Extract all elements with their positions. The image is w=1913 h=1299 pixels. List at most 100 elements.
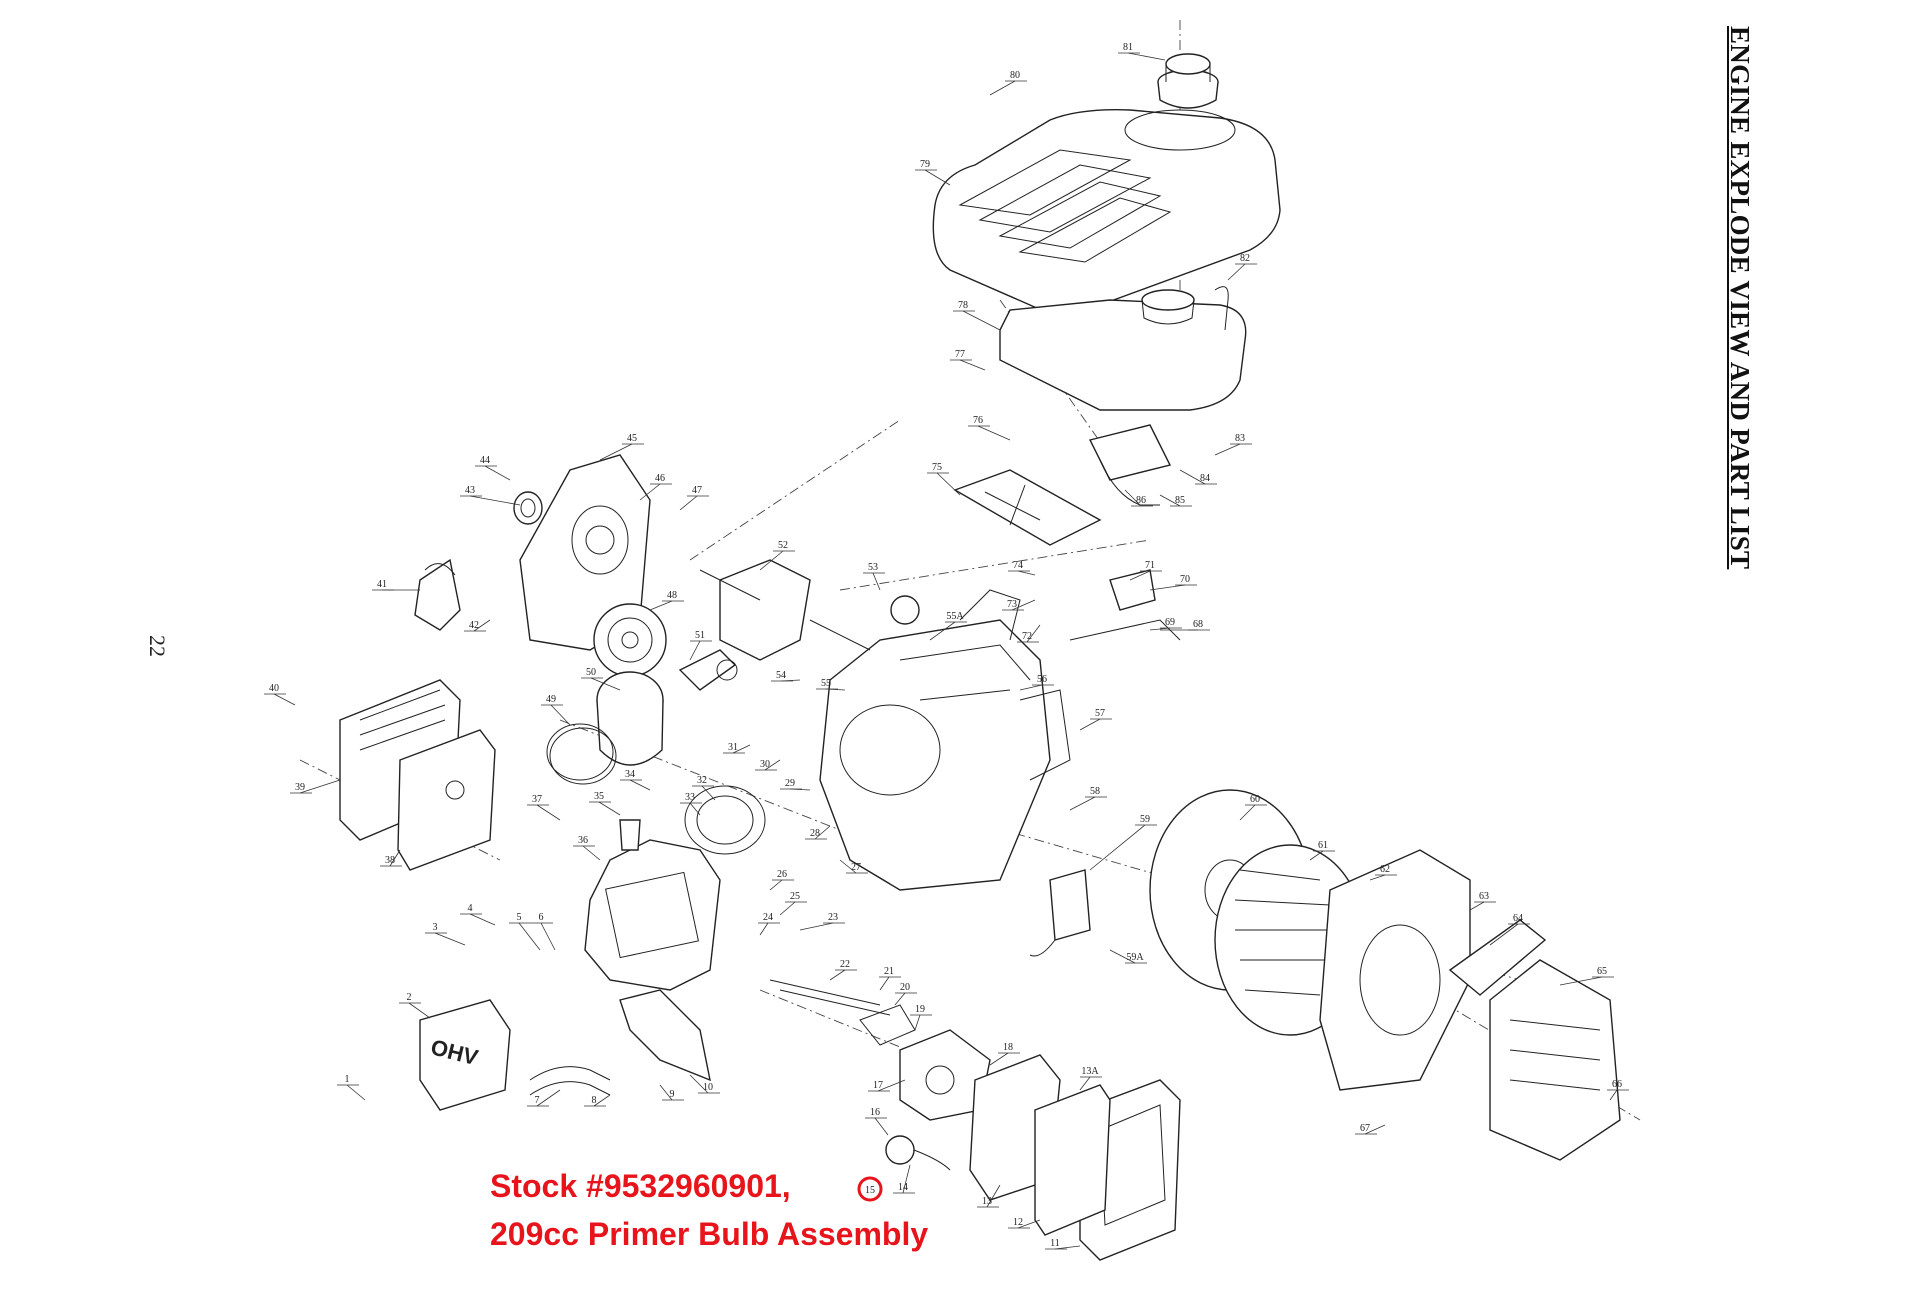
leader-line-2 <box>408 1002 431 1019</box>
callout-55: 55 <box>821 678 831 689</box>
callout-38: 38 <box>385 855 395 866</box>
callout-76: 76 <box>973 415 983 426</box>
leader-line-13 <box>986 1184 1001 1208</box>
leader-line-82 <box>1227 263 1246 281</box>
callout-12: 12 <box>1013 1217 1023 1228</box>
leader-line-70 <box>1149 584 1186 591</box>
leader-line-74 <box>1017 570 1036 576</box>
leader-line-50 <box>590 677 621 691</box>
leader-line-34 <box>629 779 651 791</box>
fuel-tank-cover <box>932 109 1281 314</box>
callout-36: 36 <box>578 835 588 846</box>
callout-4: 4 <box>468 903 473 914</box>
callout-21: 21 <box>884 966 894 977</box>
leader-line-24 <box>759 922 769 936</box>
callout-28: 28 <box>810 828 820 839</box>
callout-60: 60 <box>1250 794 1260 805</box>
callout-62: 62 <box>1380 864 1390 875</box>
leader-line-26 <box>769 879 783 891</box>
leader-line-59A <box>1109 949 1136 964</box>
leader-line-85 <box>1159 494 1181 507</box>
leader-line-77 <box>959 359 986 371</box>
leader-line-83 <box>1214 443 1241 456</box>
leader-line-31 <box>732 744 751 754</box>
leader-line-73 <box>1011 599 1036 611</box>
callout-67: 67 <box>1360 1123 1370 1134</box>
callout-59: 59 <box>1140 814 1150 825</box>
leader-line-49 <box>550 704 571 726</box>
leader-line-23 <box>799 922 834 931</box>
leader-line-36 <box>582 845 601 861</box>
leader-line-13A <box>1079 1076 1091 1091</box>
cylinder-head <box>584 839 721 991</box>
side-title: ENGINE EXPLODE VIEW AND PART LIST <box>1717 26 1757 746</box>
leader-line-79 <box>924 169 951 186</box>
leader-line-55A <box>929 621 956 641</box>
spark-plug <box>619 819 641 851</box>
leader-line-1 <box>346 1084 366 1101</box>
leader-line-67 <box>1364 1124 1386 1135</box>
leader-line-6 <box>540 922 556 951</box>
callout-22: 22 <box>840 959 850 970</box>
callout-57: 57 <box>1095 708 1105 719</box>
piston <box>596 671 664 766</box>
push-rods <box>769 979 891 1016</box>
leader-line-58 <box>1069 796 1096 811</box>
leader-line-8 <box>593 1094 611 1107</box>
callout-71: 71 <box>1145 560 1155 571</box>
leader-line-51 <box>689 640 701 661</box>
callout-84: 84 <box>1200 473 1210 484</box>
air-filter-element <box>397 729 496 871</box>
callout-45: 45 <box>627 433 637 444</box>
callout-41: 41 <box>377 579 387 590</box>
leader-line-46 <box>639 483 661 501</box>
piston-rings <box>546 723 617 785</box>
primer-bulb <box>885 1135 951 1171</box>
callout-11: 11 <box>1050 1238 1060 1249</box>
leader-line-86 <box>1124 489 1142 507</box>
callout-5: 5 <box>517 912 522 923</box>
callout-13: 13 <box>982 1196 992 1207</box>
leader-line-38 <box>389 849 401 867</box>
heat-shield <box>619 989 711 1082</box>
leader-line-75 <box>936 472 961 496</box>
leader-line-7 <box>536 1089 561 1107</box>
callout-53: 53 <box>868 562 878 573</box>
callout-47: 47 <box>692 485 702 496</box>
leader-line-3 <box>434 932 466 946</box>
page-number-text: 22 <box>145 635 170 657</box>
leader-line-35 <box>598 801 621 816</box>
leader-line-80 <box>989 80 1016 96</box>
callout-55A: 55A <box>946 611 964 622</box>
callout-14: 14 <box>898 1182 908 1193</box>
base-plate <box>953 469 1102 546</box>
callout-49: 49 <box>546 694 556 705</box>
callout-56: 56 <box>1037 674 1047 685</box>
callout-9: 9 <box>670 1089 675 1100</box>
callout-82: 82 <box>1240 253 1250 264</box>
callout-29: 29 <box>785 778 795 789</box>
page-number: 22 <box>145 635 176 665</box>
callout-26: 26 <box>777 869 787 880</box>
side-title-text: ENGINE EXPLODE VIEW AND PART LIST <box>1725 26 1755 570</box>
callout-7: 7 <box>535 1095 540 1106</box>
callout-13A: 13A <box>1081 1066 1099 1077</box>
callout-46: 46 <box>655 473 665 484</box>
callout-72: 72 <box>1022 631 1032 642</box>
leader-line-4 <box>469 913 496 926</box>
callout-65: 65 <box>1597 966 1607 977</box>
fuel-tank <box>999 289 1247 411</box>
callout-51: 51 <box>695 630 705 641</box>
leader-line-19 <box>914 1014 921 1031</box>
callout-15: 15 <box>865 1185 875 1196</box>
leader-line-30 <box>764 759 781 771</box>
stock-description-line: 209cc Primer Bulb Assembly <box>490 1216 929 1252</box>
stock-number-line: Stock #9532960901, <box>490 1168 791 1204</box>
leader-line-14 <box>902 1164 911 1194</box>
leader-line-84 <box>1179 469 1206 485</box>
callout-77: 77 <box>955 349 965 360</box>
valve-cover: OHV <box>419 999 511 1111</box>
callout-10: 10 <box>703 1082 713 1093</box>
